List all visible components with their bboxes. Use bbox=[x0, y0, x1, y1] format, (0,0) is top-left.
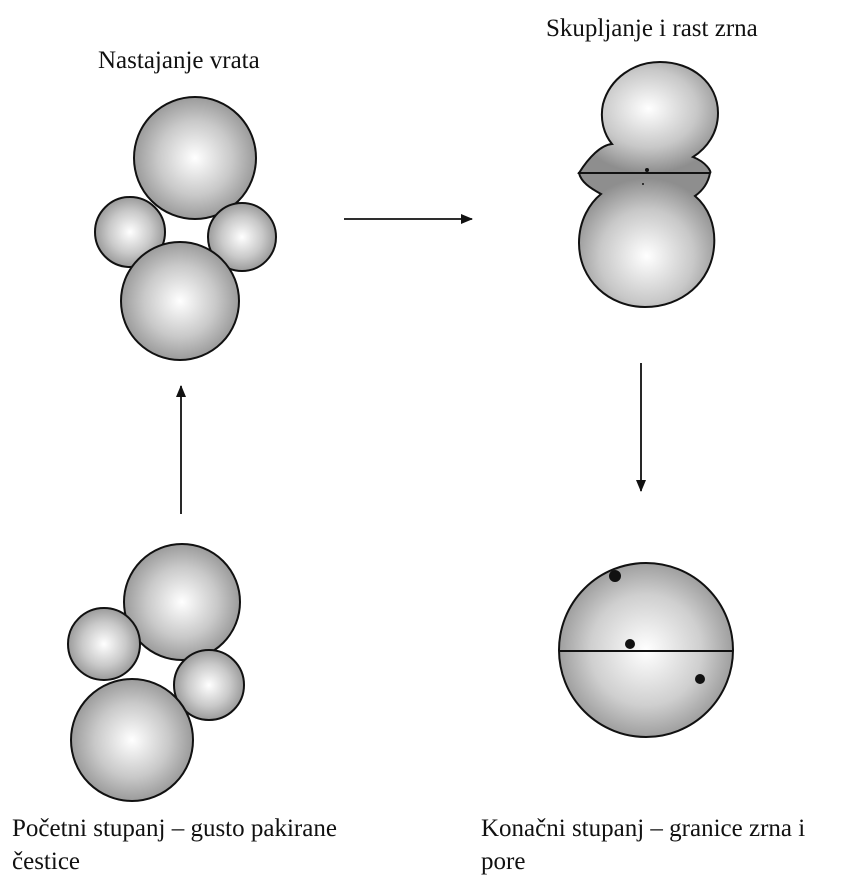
pore-center bbox=[625, 639, 635, 649]
particle-right bbox=[207, 202, 277, 272]
particle-bottom bbox=[120, 241, 240, 361]
upper-grain bbox=[577, 60, 720, 174]
final-stage-grain bbox=[558, 562, 734, 738]
neck-formation-label: Nastajanje vrata bbox=[98, 47, 260, 74]
pore-top bbox=[609, 570, 621, 582]
pore-dot-small bbox=[642, 183, 644, 185]
final-stage-label: Konačni stupanj – granice zrna i pore bbox=[481, 815, 806, 875]
particle-bottom bbox=[70, 678, 194, 802]
shrinkage-grain-growth-label: Skupljanje i rast zrna bbox=[546, 15, 758, 42]
particle-top bbox=[123, 543, 241, 661]
pore-bottom-right bbox=[695, 674, 705, 684]
shrinkage-grain-growth-cluster bbox=[577, 60, 720, 309]
process-arrows bbox=[176, 214, 646, 514]
neck-formation-particles bbox=[94, 96, 277, 361]
particle-right bbox=[173, 649, 245, 721]
initial-stage-particles bbox=[67, 543, 245, 802]
pore-dot bbox=[645, 168, 649, 172]
particle-top bbox=[133, 96, 257, 220]
particle-left bbox=[94, 196, 166, 268]
particle-left bbox=[67, 607, 141, 681]
lower-grain bbox=[577, 172, 716, 309]
initial-stage-label: Početni stupanj – gusto pakirane čestice bbox=[12, 815, 337, 875]
